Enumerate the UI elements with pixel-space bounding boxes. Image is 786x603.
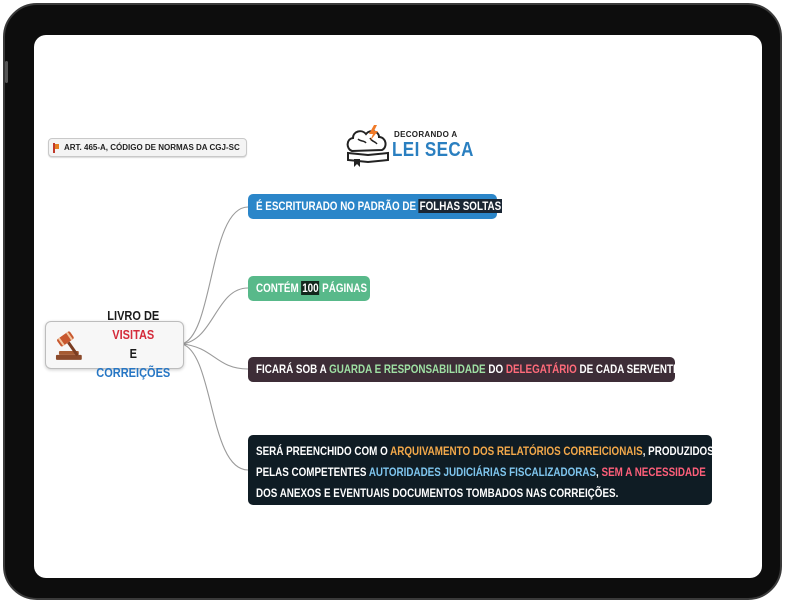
branch-folhas-soltas[interactable]: É ESCRITURADO NO PADRÃO DE FOLHAS SOLTAS	[248, 194, 503, 219]
mind-map-screen: ART. 465-A, CÓDIGO DE NORMAS DA CGJ-SC D…	[34, 35, 762, 578]
branch3-text-c: DO	[485, 362, 506, 376]
branch4-text-g: DOS ANEXOS E EVENTUAIS DOCUMENTOS TOMBAD…	[256, 486, 619, 500]
connector-lines	[181, 206, 249, 471]
branch4-highlight-arquivamento: ARQUIVAMENTO DOS RELATÓRIOS CORREICIONAI…	[390, 444, 643, 458]
reference-tag: ART. 465-A, CÓDIGO DE NORMAS DA CGJ-SC	[48, 138, 247, 157]
branch3-text-e: DE CADA SERVENTIA	[576, 362, 683, 376]
branch3-text-a: FICARÁ SOB A	[256, 362, 330, 376]
logo-top-text: DECORANDO A	[394, 130, 458, 139]
branch2-text-c: PÁGINAS	[319, 281, 368, 295]
connector-branch-1	[181, 206, 249, 345]
gavel-icon	[55, 331, 82, 360]
branch1-text: É ESCRITURADO NO PADRÃO DE	[256, 199, 419, 213]
branch4-highlight-sem-necessidade: SEM A NECESSIDADE	[601, 465, 706, 479]
branch4-text-e: ,	[596, 465, 602, 479]
side-button	[5, 61, 8, 83]
reference-text: ART. 465-A, CÓDIGO DE NORMAS DA CGJ-SC	[64, 143, 240, 152]
flag-icon	[53, 142, 59, 153]
connector-branch-2	[181, 287, 249, 345]
branch-preenchimento[interactable]: SERÁ PREENCHIDO COM O ARQUIVAMENTO DOS R…	[248, 435, 714, 505]
tablet-frame: ART. 465-A, CÓDIGO DE NORMAS DA CGJ-SC D…	[3, 3, 782, 600]
branch4-highlight-autoridades: AUTORIDADES JUDICIÁRIAS FISCALIZADORAS	[368, 465, 597, 479]
logo: DECORANDO A LEI SECA	[344, 123, 473, 169]
central-topic[interactable]: LIVRO DE VISITAS E CORREIÇÕES	[45, 309, 184, 380]
central-text-3: E	[129, 347, 137, 361]
branch2-text-a: CONTÉM	[256, 281, 302, 295]
connector-branch-3	[181, 343, 249, 370]
central-text-correicoes: CORREIÇÕES	[96, 366, 170, 380]
branch-100-paginas[interactable]: CONTÉM 100 PÁGINAS	[248, 276, 370, 301]
branch3-highlight-delegatario: DELEGATÁRIO	[505, 362, 577, 376]
central-text-1: LIVRO DE	[107, 309, 159, 323]
brain-book-icon	[346, 125, 389, 167]
branch-guarda[interactable]: FICARÁ SOB A GUARDA E RESPONSABILIDADE D…	[248, 357, 683, 382]
branch1-highlight: FOLHAS SOLTAS	[418, 199, 503, 213]
central-title: LIVRO DE VISITAS E CORREIÇÕES	[94, 307, 173, 383]
central-text-visitas: VISITAS	[112, 328, 154, 342]
branch4-text-c: , PRODUZIDOS PELAS COMPETENTES	[256, 444, 714, 479]
connector-branch-4	[181, 343, 249, 471]
branch4-text-a: SERÁ PREENCHIDO COM O	[256, 444, 391, 458]
branch2-highlight: 100	[301, 281, 320, 295]
branch3-highlight-guarda: GUARDA E RESPONSABILIDADE	[329, 362, 486, 376]
logo-main-text: LEI SECA	[392, 139, 474, 161]
